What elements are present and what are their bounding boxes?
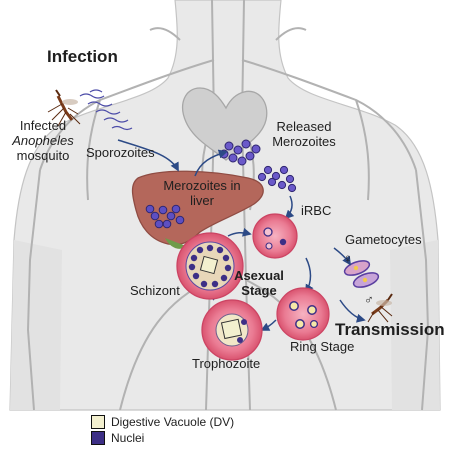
label-merozoites-liver: Merozoites in liver xyxy=(148,178,256,208)
label-infection: Infection xyxy=(47,47,118,66)
label-liver-line1: Merozoites in xyxy=(148,178,256,193)
label-transmission: Transmission xyxy=(335,320,445,339)
label-female-symbol: ♀ xyxy=(343,251,353,266)
label-schizont: Schizont xyxy=(130,283,180,298)
legend-label-dv: Digestive Vacuole (DV) xyxy=(111,415,234,429)
label-liver-line2: liver xyxy=(148,193,256,208)
legend-label-nuclei: Nuclei xyxy=(111,431,144,445)
label-infected-mosquito: Infected Anopheles mosquito xyxy=(6,118,80,163)
trophozoite-cell xyxy=(202,300,262,360)
legend-swatch-dv xyxy=(91,415,105,429)
label-trophozoite: Trophozoite xyxy=(192,356,260,371)
legend-item-digestive-vacuole: Digestive Vacuole (DV) xyxy=(91,415,234,429)
label-asexual-line2: Stage xyxy=(232,283,286,298)
label-released-merozoites: Released Merozoites xyxy=(264,119,344,149)
label-asexual-stage: Asexual Stage xyxy=(232,268,286,298)
label-asexual-line1: Asexual xyxy=(232,268,286,283)
legend-item-nuclei: Nuclei xyxy=(91,431,144,445)
label-irbc: iRBC xyxy=(301,203,331,218)
legend-swatch-nuclei xyxy=(91,431,105,445)
label-gametocytes: Gametocytes xyxy=(345,232,422,247)
label-ring-stage: Ring Stage xyxy=(290,339,354,354)
label-infected-line3: mosquito xyxy=(6,148,80,163)
label-infected-line2: Anopheles xyxy=(6,133,80,148)
irbc-cell xyxy=(253,214,297,258)
label-sporozoites: Sporozoites xyxy=(86,145,155,160)
label-infected-line1: Infected xyxy=(6,118,80,133)
label-released-line1: Released xyxy=(264,119,344,134)
label-male-symbol: ♂ xyxy=(364,292,374,307)
label-released-line2: Merozoites xyxy=(264,134,344,149)
